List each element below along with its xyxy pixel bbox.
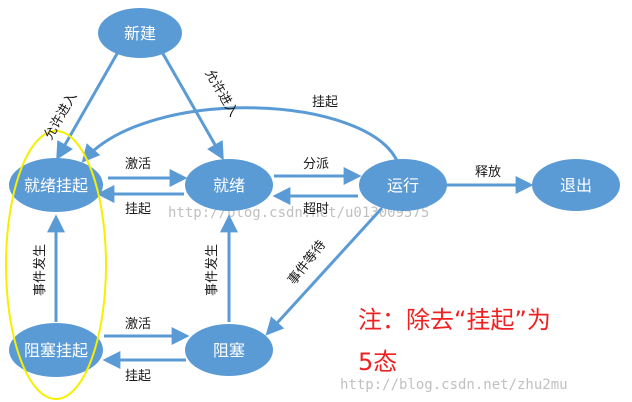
node-blocked-suspend-label: 阻塞挂起 — [24, 341, 88, 360]
node-running-label: 运行 — [387, 176, 419, 195]
label-suspend-mid: 挂起 — [125, 202, 151, 217]
edge-new-to-ready-suspend — [56, 51, 120, 161]
suspend-highlight-ellipse — [5, 130, 107, 400]
watermark-bottom: http://blog.csdn.net/zhu2mu — [340, 377, 568, 393]
label-release: 释放 — [475, 165, 501, 180]
note-line-1: 注：除去“挂起”为 — [358, 306, 551, 334]
node-blocked-suspend: 阻塞挂起 — [9, 323, 103, 377]
label-suspend-top: 挂起 — [312, 95, 338, 110]
edge-running-to-blocked — [265, 206, 384, 336]
node-blocked: 阻塞 — [185, 324, 273, 376]
label-event-occurs-left: 事件发生 — [32, 244, 48, 296]
label-admit-right: 允许进入 — [202, 66, 242, 119]
label-activate-bottom: 激活 — [125, 317, 151, 332]
note-line-2: 5态 — [358, 348, 397, 376]
node-exit-label: 退出 — [560, 176, 592, 195]
label-admit-left: 允许进入 — [41, 89, 81, 142]
node-ready-suspend: 就绪挂起 — [9, 158, 103, 212]
edge-new-to-ready — [160, 51, 224, 161]
node-exit: 退出 — [532, 159, 620, 211]
node-running: 运行 — [359, 159, 447, 211]
edges — [47, 51, 534, 369]
label-suspend-bottom: 挂起 — [125, 369, 151, 384]
node-new: 新建 — [98, 8, 182, 58]
label-timeout: 超时 — [303, 202, 329, 217]
node-ready-suspend-label: 就绪挂起 — [24, 176, 88, 195]
edge-running-to-ready-suspend-curve — [81, 106, 400, 164]
label-event-wait: 事件等待 — [285, 237, 330, 288]
label-activate-top: 激活 — [125, 157, 151, 172]
label-dispatch: 分派 — [303, 157, 329, 172]
node-ready-label: 就绪 — [213, 176, 245, 195]
node-blocked-label: 阻塞 — [213, 341, 245, 360]
label-event-occurs-mid: 事件发生 — [204, 244, 220, 296]
node-ready: 就绪 — [185, 159, 273, 211]
node-new-label: 新建 — [124, 24, 156, 43]
